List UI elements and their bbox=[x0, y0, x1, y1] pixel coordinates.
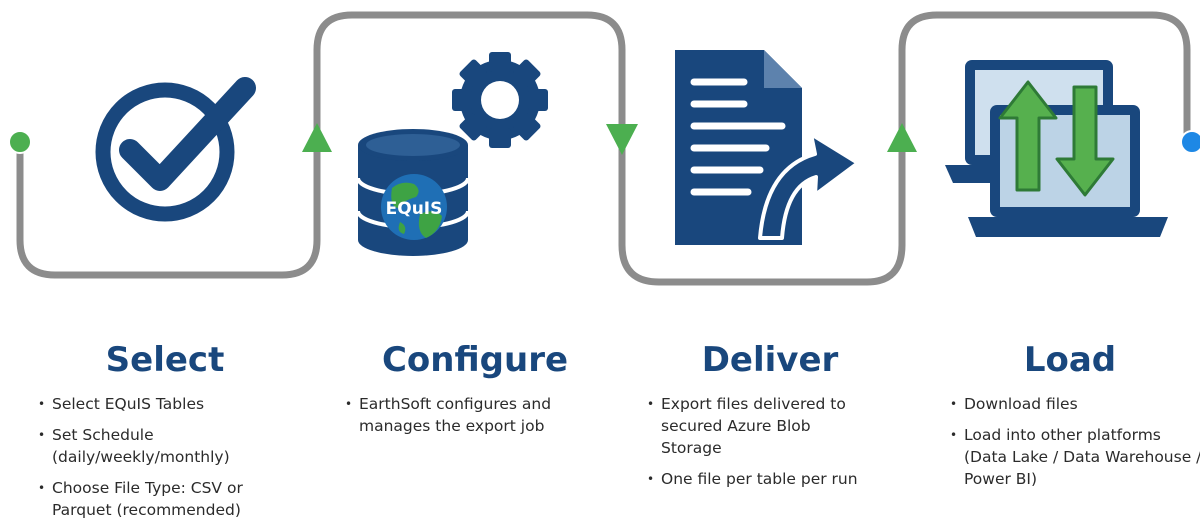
step-title-configure: Configure bbox=[381, 340, 569, 380]
up-arrow-marker bbox=[887, 123, 917, 152]
bullet-item: Set Schedule (daily/weekly/monthly) bbox=[38, 424, 252, 468]
database-gear-icon: EQuIS bbox=[356, 52, 548, 256]
bullet-item: One file per table per run bbox=[647, 468, 917, 490]
document-export-icon bbox=[675, 50, 860, 245]
start-node bbox=[8, 130, 32, 154]
laptop-sync-icon bbox=[945, 60, 1168, 237]
bullet-item: Download files bbox=[950, 393, 1198, 415]
step-title-load: Load bbox=[1023, 340, 1117, 380]
step-bullets-select: Select EQuIS Tables Set Schedule (daily/… bbox=[38, 393, 288, 530]
bullet-item: EarthSoft configures and manages the exp… bbox=[345, 393, 599, 437]
step-title-select: Select bbox=[105, 340, 225, 380]
up-arrow-marker bbox=[302, 123, 332, 152]
bullet-item: Load into other platforms (Data Lake / D… bbox=[950, 424, 1200, 490]
bullet-item: Choose File Type: CSV or Parquet (recomm… bbox=[38, 477, 267, 521]
bullet-item: Export files delivered to secured Azure … bbox=[647, 393, 876, 459]
checkmark-circle-icon bbox=[95, 77, 256, 222]
flow-connector-line bbox=[16, 11, 1191, 286]
equis-logo-text: EQuIS bbox=[386, 199, 443, 219]
globe-icon: EQuIS bbox=[381, 174, 447, 240]
gear-icon bbox=[452, 52, 548, 148]
step-bullets-deliver: Export files delivered to secured Azure … bbox=[647, 393, 917, 499]
step-bullets-load: Download files Load into other platforms… bbox=[950, 393, 1200, 499]
step-title-deliver: Deliver bbox=[701, 340, 839, 380]
bullet-item: Select EQuIS Tables bbox=[38, 393, 288, 415]
export-arrow-icon bbox=[758, 132, 860, 240]
end-node bbox=[1180, 130, 1200, 154]
down-arrow-marker bbox=[606, 124, 638, 155]
step-bullets-configure: EarthSoft configures and manages the exp… bbox=[345, 393, 605, 446]
sync-arrows-icon bbox=[998, 80, 1115, 197]
